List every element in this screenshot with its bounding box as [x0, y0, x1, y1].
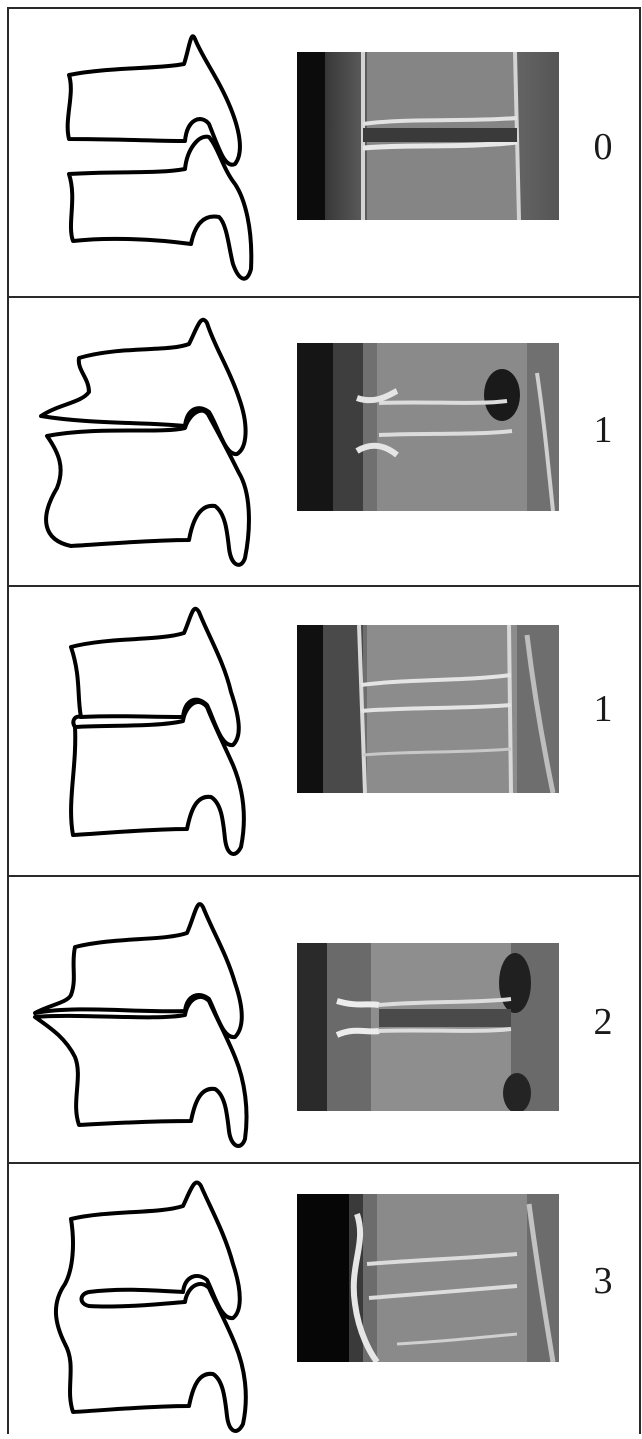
grade-row-1: 1	[9, 296, 639, 585]
vertebra-sketch-grade-0	[19, 19, 259, 284]
grade-label: 1	[583, 410, 623, 450]
grading-table: 0 1	[7, 7, 641, 1434]
vertebra-sketch-grade-3	[19, 887, 259, 1152]
grade-row-0: 0	[9, 9, 639, 296]
vertebra-sketch-grade-4	[19, 1174, 259, 1439]
vertebra-sketch-grade-1	[19, 308, 259, 573]
grade-row-3: 2	[9, 875, 639, 1162]
grade-row-4: 3	[9, 1162, 639, 1436]
ct-slice-grade-3	[297, 943, 559, 1111]
grade-label: 2	[583, 1002, 623, 1042]
ct-slice-grade-4	[297, 1194, 559, 1362]
grade-label: 0	[583, 127, 623, 167]
ct-slice-grade-1	[297, 343, 559, 511]
ct-slice-grade-0	[297, 52, 559, 220]
vertebra-sketch-grade-2	[19, 597, 259, 862]
grade-row-2: 1	[9, 585, 639, 875]
grade-label: 1	[583, 689, 623, 729]
grade-label: 3	[583, 1261, 623, 1301]
ct-slice-grade-2	[297, 625, 559, 793]
